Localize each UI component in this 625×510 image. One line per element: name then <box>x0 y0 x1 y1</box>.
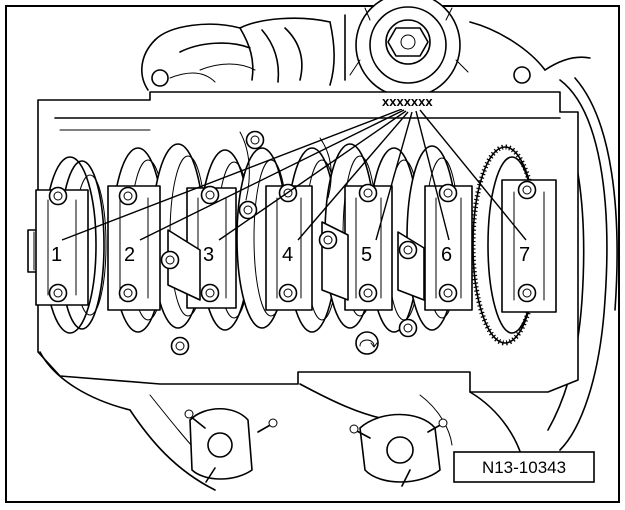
figure-id: N13-10343 <box>482 458 566 477</box>
callout-leader-lines <box>61 108 527 241</box>
marker-label: xxxxxxx <box>382 94 433 109</box>
callout-4: 4 <box>282 244 293 266</box>
connecting-rods <box>167 131 425 301</box>
callout-6: 6 <box>441 244 452 266</box>
callout-5: 5 <box>361 244 372 266</box>
callout-pads <box>50 95 534 264</box>
figure-id-box <box>453 451 595 483</box>
callout-1: 1 <box>51 244 62 266</box>
callout-3: 3 <box>203 244 214 266</box>
callout-2: 2 <box>124 244 135 266</box>
mount-brackets <box>184 408 448 487</box>
callout-7: 7 <box>519 244 530 266</box>
upper-housing <box>141 14 591 91</box>
tensioner-pulley <box>349 0 469 98</box>
rotation-marker-icon <box>355 331 379 355</box>
